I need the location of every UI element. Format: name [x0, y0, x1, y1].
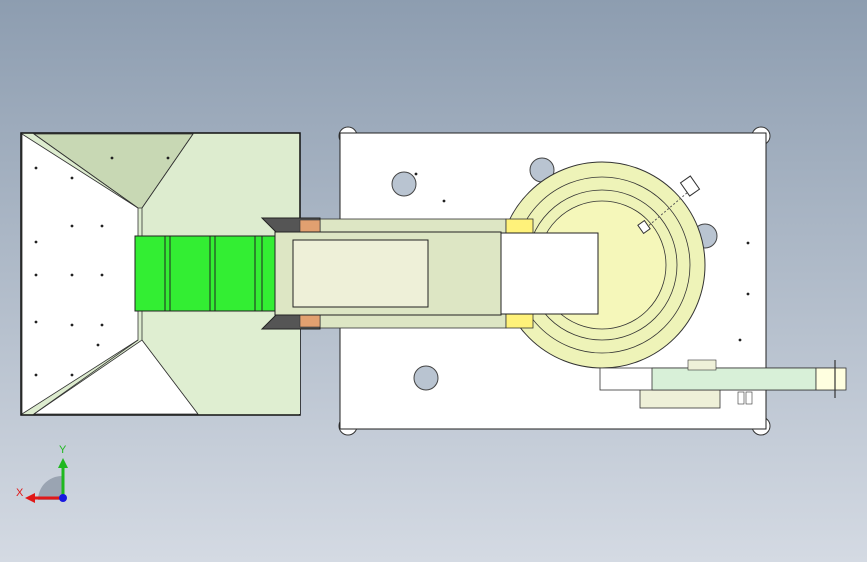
- hopper-bottom-wall: [142, 313, 300, 414]
- trough-inner: [292, 239, 429, 308]
- bolt-dot: [70, 176, 74, 180]
- bolt-dot: [746, 241, 750, 245]
- sensor-tip: [637, 219, 651, 235]
- spring-top: [299, 219, 321, 233]
- bolt-dot: [746, 292, 750, 296]
- bolt-dot: [70, 323, 74, 327]
- dial-axis-line: [645, 191, 689, 229]
- sensor-block[interactable]: [679, 175, 701, 197]
- bolt-dot: [100, 273, 104, 277]
- bolt-dot: [34, 320, 38, 324]
- bolt-dot: [70, 273, 74, 277]
- rail-block: [505, 218, 534, 234]
- y-axis-label: Y: [59, 444, 67, 456]
- x-axis-arrow: [25, 493, 35, 503]
- bolt-dot: [110, 156, 114, 160]
- bolt-dot: [96, 343, 100, 347]
- x-axis-label: X: [16, 487, 24, 499]
- output-conveyor[interactable]: [599, 359, 847, 409]
- hopper-edge: [141, 133, 194, 209]
- bolt-dot: [100, 224, 104, 228]
- green-belt[interactable]: [134, 235, 276, 312]
- z-axis: [59, 494, 67, 502]
- bolt-dot: [100, 323, 104, 327]
- bolt-dot: [34, 373, 38, 377]
- bolt-dot: [34, 273, 38, 277]
- y-axis-arrow: [58, 458, 68, 468]
- mounting-hole: [391, 171, 417, 197]
- hopper-bolt-dots: [34, 156, 170, 377]
- main-conveyor[interactable]: [134, 217, 599, 330]
- mounting-hole: [413, 365, 439, 391]
- bolt-dot: [34, 240, 38, 244]
- bolt-dot: [738, 338, 742, 342]
- bolt-dot: [34, 166, 38, 170]
- rail-block: [505, 313, 534, 329]
- coordinate-triad: X Y: [16, 444, 68, 503]
- bolt-dot: [442, 199, 446, 203]
- spring-bottom: [299, 314, 321, 328]
- triad-plane: [38, 476, 62, 500]
- hopper-edge: [33, 133, 139, 209]
- base-bolt-dots: [414, 172, 750, 381]
- rail-bottom: [319, 313, 507, 329]
- hopper-edge: [33, 339, 139, 415]
- hopper-edge: [141, 339, 199, 415]
- transfer-plate: [500, 232, 599, 315]
- rail-top: [319, 218, 507, 234]
- bolt-dot: [70, 373, 74, 377]
- bolt-dot: [414, 172, 418, 176]
- bolt-dot: [166, 156, 170, 160]
- bolt-dot: [70, 224, 74, 228]
